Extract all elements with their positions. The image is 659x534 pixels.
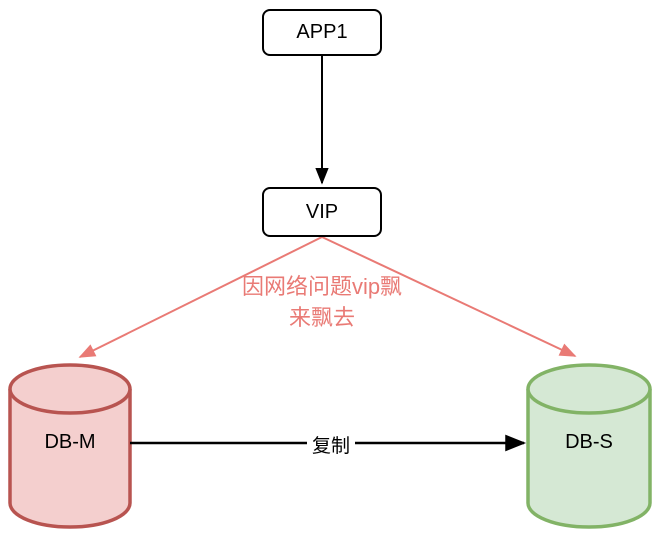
db-slave-body [526,389,652,529]
vip-note-line2: 来飘去 [288,305,355,330]
db-master-body [8,389,132,529]
vip-to-dbs-arrow [321,236,577,357]
replication-label-wrap: 复制 [306,431,356,458]
app1-node-label: APP1 [296,21,348,43]
replication-label: 复制 [306,436,356,457]
vip-node: VIP [262,187,382,237]
db-master-label: DB-M [44,431,96,453]
vip-to-dbm-arrow [78,236,323,358]
db-master-cylinder [8,363,132,529]
db-slave-cylinder [526,363,652,529]
vip-note-line1: 因网络问题vip飘 [241,274,403,299]
db-master-top [8,363,132,415]
db-slave-top [526,363,652,415]
vip-note: 因网络问题vip飘 来飘去 [242,271,402,333]
db-slave-label: DB-S [565,431,613,453]
app1-node: APP1 [262,9,382,56]
vip-node-label: VIP [305,200,339,223]
